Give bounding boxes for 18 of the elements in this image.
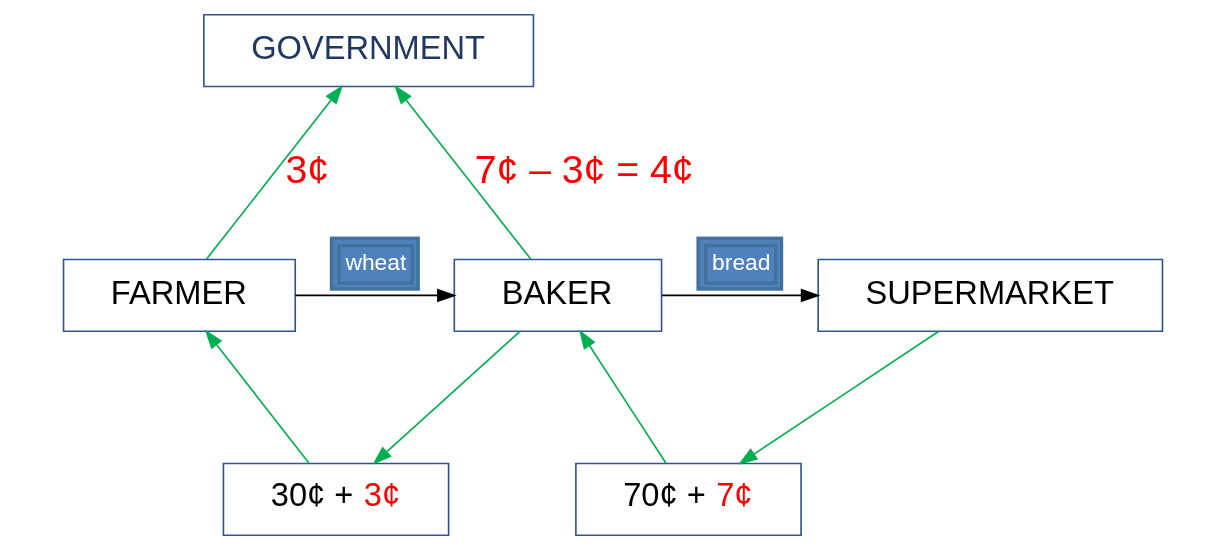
arrow xyxy=(205,84,343,261)
node-box: 30¢ + 3¢ xyxy=(222,462,449,537)
edge-label: wheat xyxy=(344,249,406,276)
arrow xyxy=(372,330,521,465)
arrow xyxy=(660,288,820,303)
arrow xyxy=(294,288,457,303)
node-box: 70¢ + 7¢ xyxy=(574,462,802,537)
arrow xyxy=(737,330,939,465)
arrow xyxy=(578,329,667,464)
arrow xyxy=(204,329,310,464)
edge-label: 7¢ – 3¢ = 4¢ xyxy=(474,148,694,192)
edge-label: 3¢ xyxy=(284,148,329,192)
node-box: SUPERMARKET xyxy=(816,258,1163,333)
node-box: FARMER xyxy=(62,258,296,333)
node-box: BAKER xyxy=(453,258,662,333)
node-box: GOVERNMENT xyxy=(202,13,534,88)
edge-label: bread xyxy=(711,249,771,276)
arrow xyxy=(393,84,532,261)
